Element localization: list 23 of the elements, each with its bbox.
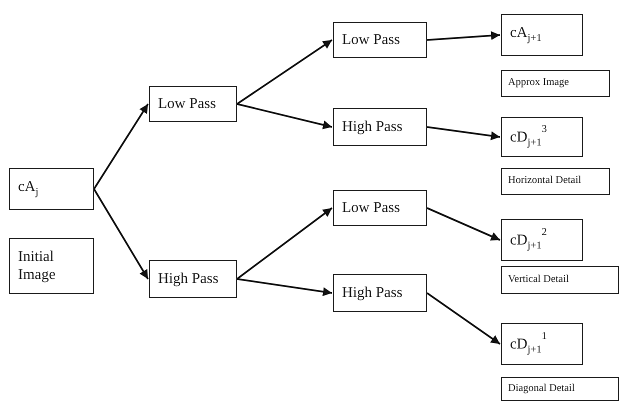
arrow — [426, 126, 500, 140]
caption-box: Horizontal Detail — [501, 168, 610, 195]
arrow — [93, 188, 149, 280]
process-box: Initial Image — [9, 238, 94, 294]
caption-box: Vertical Detail — [501, 266, 619, 294]
caption-box: Approx Image — [501, 70, 610, 97]
arrow — [426, 292, 501, 345]
arrow — [426, 207, 500, 241]
process-box: Low Pass — [333, 190, 427, 226]
arrow — [426, 31, 500, 41]
arrow — [236, 39, 332, 105]
process-box: High Pass — [333, 274, 427, 312]
process-box: cA$_{j}$ — [9, 168, 94, 210]
arrow — [93, 104, 149, 190]
process-box: cA$_{j+1}$ — [501, 14, 583, 56]
process-box: Low Pass — [149, 86, 237, 122]
arrow — [236, 103, 332, 130]
process-box: Low Pass — [333, 22, 427, 58]
process-box: High Pass — [149, 260, 237, 298]
caption-box: Diagonal Detail — [501, 377, 619, 401]
arrow — [236, 207, 333, 280]
process-box: High Pass — [333, 108, 427, 146]
arrow — [236, 278, 332, 296]
